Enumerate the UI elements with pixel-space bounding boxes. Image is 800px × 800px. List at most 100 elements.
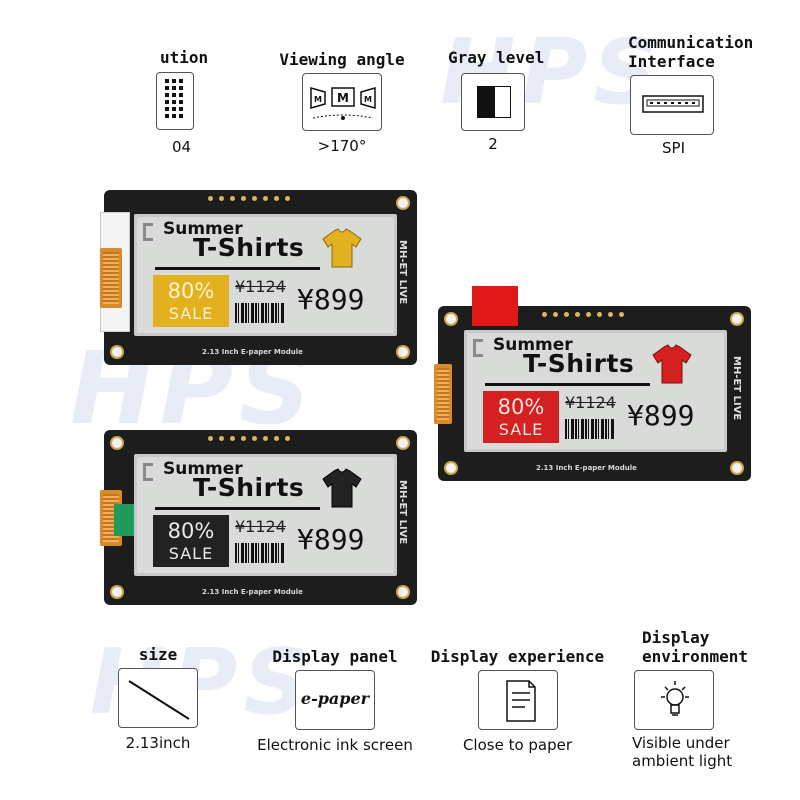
spec-viewing-angle-title: Viewing angle [279, 50, 405, 69]
mount-hole [396, 436, 410, 450]
sale-badge: 80% SALE [153, 275, 229, 327]
spec-gray-level-title: Gray level [448, 48, 545, 67]
red-tab [472, 286, 518, 326]
spec-viewing-angle-value: >170° [317, 137, 367, 155]
sale-badge: 80% SALE [483, 391, 559, 443]
spec-display-panel-value: Electronic ink screen [257, 736, 413, 754]
mount-hole [444, 312, 458, 326]
spec-interface-value: SPI [662, 139, 685, 157]
spec-display-environment-value-line1: Visible under [632, 734, 730, 752]
gray-level-icon [461, 73, 525, 131]
spec-interface: Communication Interface SPI [622, 33, 782, 157]
viewing-angle-icon: M M M [302, 73, 382, 131]
underline [155, 507, 320, 510]
new-price: ¥899 [297, 283, 365, 316]
sale-percent: 80% [167, 279, 215, 303]
sale-word: SALE [498, 420, 544, 439]
new-price: ¥899 [297, 523, 365, 556]
spec-size-title: size [138, 645, 178, 664]
text-summer: Summer [163, 219, 243, 239]
text-tshirts: T-Shirts [523, 349, 635, 378]
spec-size: size 2.13inch [108, 645, 208, 752]
mount-hole [396, 345, 410, 359]
spec-size-value: 2.13inch [125, 734, 191, 752]
screen-bracket [473, 339, 483, 357]
epaper-screen-yellow: Summer T-Shirts 80% SALE ¥1124 ¥899 [134, 214, 397, 336]
resolution-grid-icon [156, 72, 194, 130]
screen-bracket [143, 463, 153, 481]
spec-resolution-title: ution [160, 48, 209, 67]
mount-hole [110, 345, 124, 359]
text-summer: Summer [163, 459, 243, 479]
mount-hole [110, 436, 124, 450]
connector-icon [630, 75, 714, 135]
brand-label: MH-ET LIVE [397, 480, 408, 545]
spec-display-environment-title-line1: Display [642, 628, 710, 647]
barcode-icon [565, 419, 615, 439]
brand-label: MH-ET LIVE [397, 240, 408, 305]
mount-hole [730, 461, 744, 475]
spec-resolution: ution 04 [156, 48, 220, 156]
screen-bracket [143, 223, 153, 241]
header-pins [542, 312, 624, 317]
mount-hole [110, 585, 124, 599]
underline [485, 383, 650, 386]
epaper-module-black: Summer T-Shirts 80% SALE ¥1124 ¥899 2.13… [100, 430, 417, 605]
spec-resolution-value: 04 [172, 138, 192, 156]
tshirt-icon [652, 344, 692, 384]
old-price: ¥1124 [235, 277, 286, 296]
new-price: ¥899 [627, 399, 695, 432]
sale-badge: 80% SALE [153, 515, 229, 567]
barcode-icon [235, 303, 285, 323]
sale-word: SALE [168, 544, 214, 563]
epaper-module-red: Summer T-Shirts 80% SALE ¥1124 ¥899 2.13… [434, 306, 751, 481]
spec-interface-title-line2: Interface [628, 52, 715, 71]
viewing-angle-letter-center: M [337, 91, 349, 105]
text-tshirts: T-Shirts [193, 233, 305, 262]
diagonal-icon [118, 668, 198, 728]
spec-display-panel: Display panel e-paper Electronic ink scr… [240, 647, 430, 754]
header-pins [208, 196, 290, 201]
epaper-screen-black: Summer T-Shirts 80% SALE ¥1124 ¥899 [134, 454, 397, 576]
spec-display-environment: Display environment Visible under ambien… [620, 628, 770, 770]
sale-percent: 80% [497, 395, 545, 419]
viewing-angle-letter-left: M [314, 95, 322, 104]
spec-display-experience: Display experience Close to paper [430, 647, 605, 754]
flex-cable [434, 364, 452, 424]
spec-interface-title-line1: Communication [628, 33, 754, 52]
epaper-label-box: e-paper [295, 670, 375, 730]
mount-hole [730, 312, 744, 326]
underline [155, 267, 320, 270]
spec-display-experience-value: Close to paper [462, 736, 573, 754]
mount-hole [396, 585, 410, 599]
sale-percent: 80% [167, 519, 215, 543]
mount-hole [444, 461, 458, 475]
old-price: ¥1124 [565, 393, 616, 412]
tshirt-icon [322, 228, 362, 268]
spec-display-experience-title: Display experience [430, 647, 605, 666]
spec-display-environment-title-line2: environment [642, 647, 748, 666]
module-label: 2.13 Inch E-paper Module [202, 348, 303, 356]
spec-display-panel-title: Display panel [272, 647, 398, 666]
lightbulb-icon [634, 670, 714, 730]
spec-display-environment-value-line2: ambient light [632, 752, 733, 770]
epaper-module-yellow: Summer T-Shirts 80% SALE ¥1124 ¥899 2.13… [100, 190, 417, 365]
epaper-box-text: e-paper [300, 689, 370, 708]
mount-hole [396, 196, 410, 210]
sale-word: SALE [168, 304, 214, 323]
module-label: 2.13 Inch E-paper Module [536, 464, 637, 472]
spec-viewing-angle: Viewing angle M M M >170° [272, 50, 412, 155]
flex-cable [100, 248, 122, 308]
header-pins [208, 436, 290, 441]
spec-gray-level-value: 2 [488, 135, 498, 153]
module-label: 2.13 Inch E-paper Module [202, 588, 303, 596]
barcode-icon [235, 543, 285, 563]
tshirt-icon [322, 468, 362, 508]
old-price: ¥1124 [235, 517, 286, 536]
spec-gray-level: Gray level 2 [448, 48, 545, 153]
text-summer: Summer [493, 335, 573, 355]
epaper-screen-red: Summer T-Shirts 80% SALE ¥1124 ¥899 [464, 330, 727, 452]
brand-label: MH-ET LIVE [731, 356, 742, 421]
document-icon [477, 670, 558, 730]
text-tshirts: T-Shirts [193, 473, 305, 502]
